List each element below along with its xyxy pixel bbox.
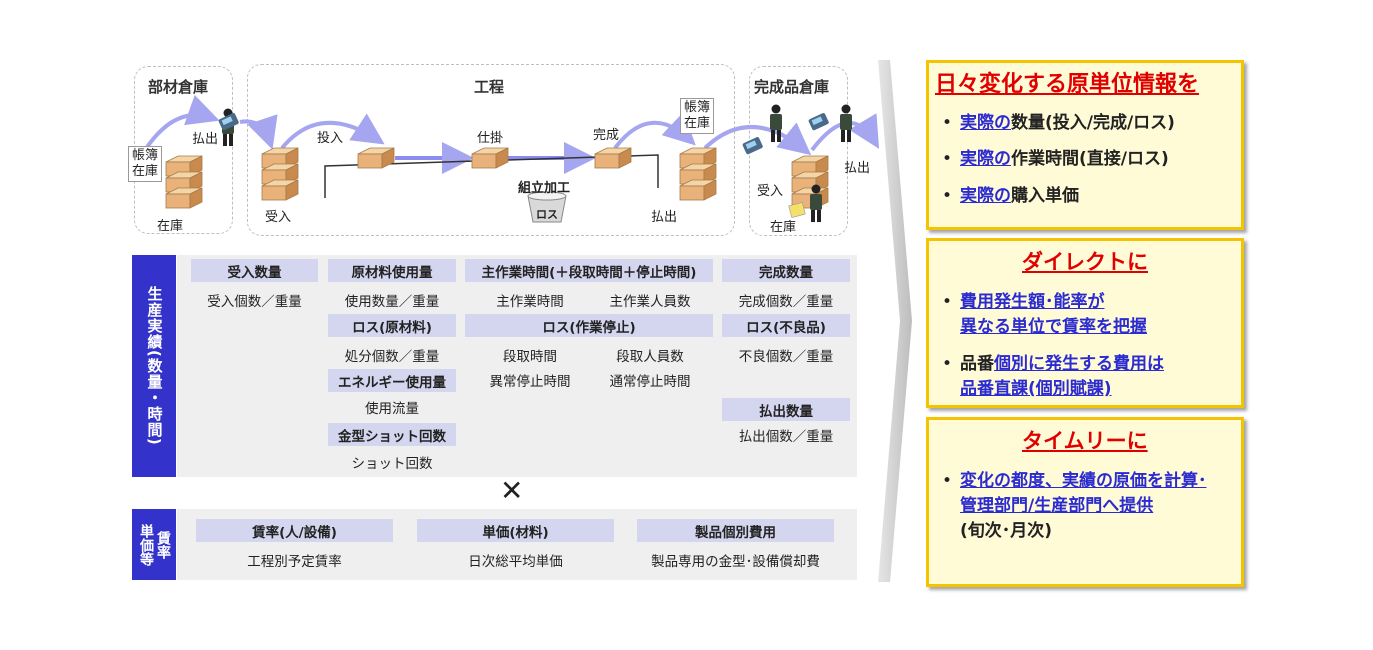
label-product-payout: 払出 [844, 161, 871, 176]
product-warehouse-title: 完成品倉庫 [754, 78, 830, 96]
bullet-dot: • [942, 354, 953, 374]
label-parts-stock: 在庫 [157, 219, 184, 234]
header-complete-qty: 完成数量 [722, 259, 850, 282]
value-normal-stop-time: 通常停止時間 [609, 374, 691, 390]
header-wage-rate: 賃率(人/設備) [196, 519, 393, 542]
header-material-usage: 原材料使用量 [328, 259, 456, 282]
value-receive-qty: 受入個数／重量 [207, 294, 302, 310]
value-setup-headcount: 段取人員数 [616, 349, 684, 365]
value-complete-qty: 完成個数／重量 [738, 294, 834, 310]
bullet-dot: • [942, 186, 953, 206]
value-material-usage: 使用数量／重量 [344, 294, 440, 310]
parts-warehouse-title: 部材倉庫 [148, 78, 209, 96]
direct-product-line1: 個別に発生する費用は [994, 354, 1164, 374]
value-main-work-time: 主作業時間 [496, 294, 564, 310]
direct-product-line2: 品番直課(個別賦課) [960, 379, 1112, 399]
header-payout-qty: 払出数量 [722, 398, 850, 421]
header-product-specific-cost: 製品個別費用 [637, 519, 834, 542]
flow-graphics [143, 94, 880, 223]
value-setup-time: 段取時間 [503, 349, 557, 365]
rates-side-label: 単価等 賃率 [132, 509, 176, 580]
bullet-dot: • [942, 149, 953, 169]
header-receive-qty: 受入数量 [191, 259, 318, 282]
label-parts-payout: 払出 [192, 132, 219, 147]
value-energy-usage: 使用流量 [365, 401, 419, 417]
arrow-parts-loop [143, 94, 220, 152]
direct-bullet-product: • 品番個別に発生する費用は 品番直課(個別賦課) [942, 352, 1164, 402]
bullet-dot: • [942, 471, 953, 491]
daily-info-bullet-qty: • 実際の数量(投入/完成/ロス) [942, 111, 1175, 136]
time-text: 作業時間(直接/ロス) [1011, 149, 1169, 169]
label-complete: 完成 [593, 128, 620, 143]
value-wage-rate: 工程別予定賃率 [247, 554, 342, 570]
results-panel [177, 255, 857, 477]
value-main-work-headcount: 主作業人員数 [609, 294, 691, 310]
arrow-to-complete [613, 111, 696, 150]
bullet-dot: • [942, 113, 953, 133]
label-assembly: 組立加工 [518, 181, 571, 196]
arrow-to-input [280, 113, 385, 150]
label-wip: 仕掛 [477, 131, 504, 146]
timely-bullet: • 変化の都度、実績の原価を計算･ 管理部門/生産部門へ提供 (旬次･月次) [942, 469, 1207, 544]
label-loss: ロス [536, 208, 558, 221]
timely-line2: 管理部門/生産部門へ提供 [960, 496, 1154, 516]
label-product-receive: 受入 [757, 184, 784, 199]
direct-rate-line1: 費用発生額･能率が [960, 292, 1105, 312]
benefit-box-timely [926, 417, 1244, 587]
results-side-label: 生産実績(数量・時間) [132, 255, 176, 477]
actual-text: 実際の [960, 113, 1011, 133]
benefit-box-direct [926, 238, 1244, 408]
process-title: 工程 [474, 78, 505, 96]
header-energy-usage: エネルギー使用量 [328, 369, 456, 392]
header-mold-shots: 金型ショット回数 [328, 423, 456, 446]
direct-product-prefix: 品番 [960, 354, 994, 374]
value-abnormal-stop-time: 異常停止時間 [489, 374, 571, 390]
label-parts-ledger: 帳簿 在庫 [128, 146, 163, 182]
label-product-ledger: 帳簿 在庫 [680, 98, 715, 134]
qty-text: 数量(投入/完成/ロス) [1011, 113, 1175, 133]
price-text: 購入単価 [1011, 186, 1079, 206]
benefit-box-daily-info [926, 60, 1244, 230]
timely-line3: (旬次･月次) [960, 521, 1053, 541]
chevron-arrow-icon [878, 60, 912, 582]
arrow-to-product-warehouse [703, 122, 812, 156]
daily-info-bullet-price: • 実際の購入単価 [942, 184, 1079, 209]
header-unit-price: 単価(材料) [417, 519, 614, 542]
direct-bullet-rate: • 費用発生額･能率が 異なる単位で賃率を把握 [942, 290, 1147, 340]
timely-line1: 変化の都度、実績の原価を計算･ [960, 471, 1207, 491]
header-work-stop-loss: ロス(作業停止) [465, 314, 713, 337]
value-product-specific-cost: 製品専用の金型･設備償却費 [651, 554, 820, 570]
benefit-box-daily-info-title: 日々変化する原単位情報を [935, 72, 1200, 97]
multiply-symbol: ✕ [500, 474, 524, 507]
rates-side-label-a: 単価等 [138, 523, 154, 566]
label-process-payout: 払出 [651, 210, 678, 225]
benefit-box-timely-title: タイムリーに [1022, 429, 1148, 453]
value-material-loss: 処分個数／重量 [344, 349, 440, 365]
header-material-loss: ロス(原材料) [328, 314, 456, 337]
label-receive: 受入 [265, 210, 292, 225]
direct-rate-line2: 異なる単位で賃率を把握 [960, 317, 1147, 337]
value-mold-shots: ショット回数 [351, 456, 433, 472]
value-defect-loss: 不良個数／重量 [738, 349, 834, 365]
benefit-box-direct-title: ダイレクトに [1022, 250, 1148, 274]
arrow-to-receive [239, 114, 278, 150]
header-main-work-time: 主作業時間(＋段取時間＋停止時間) [465, 259, 713, 282]
label-input: 投入 [317, 131, 344, 146]
daily-info-bullet-time: • 実際の作業時間(直接/ロス) [942, 147, 1169, 172]
results-side-label-text: 生産実績(数量・時間) [145, 286, 164, 446]
rates-side-label-b: 賃率 [155, 530, 171, 559]
actual-text: 実際の [960, 186, 1011, 206]
label-product-stock: 在庫 [770, 220, 797, 235]
actual-text: 実際の [960, 149, 1011, 169]
value-payout-qty: 払出個数／重量 [738, 429, 834, 445]
value-unit-price: 日次総平均単価 [468, 554, 563, 570]
header-defect-loss: ロス(不良品) [722, 314, 850, 337]
bullet-dot: • [942, 292, 953, 312]
